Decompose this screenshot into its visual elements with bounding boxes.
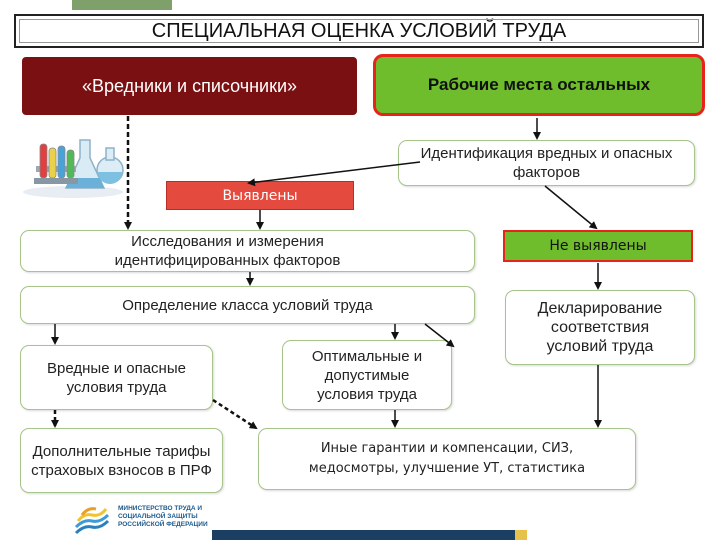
hazardous-workers-label: «Вредники и списочники» bbox=[81, 75, 298, 96]
class-determination-text: Определение класса условий труда bbox=[122, 296, 373, 314]
tariffs-text: Дополнительные тарифы страховых взносов … bbox=[31, 442, 212, 479]
harmful-conditions-text: Вредные и опасные условия труда bbox=[47, 359, 186, 396]
bottom-accent-bar-end bbox=[515, 530, 527, 540]
declaration-text: Декларирование соответствия условий труд… bbox=[537, 300, 663, 355]
other-workplaces-header: Рабочие места остальных bbox=[373, 54, 705, 116]
optimal-conditions-node: Оптимальные и допустимые условия труда bbox=[282, 340, 452, 410]
arrow-to-not-detected bbox=[544, 185, 598, 230]
not-detected-text: Не выявлены bbox=[549, 238, 647, 254]
detected-text: Выявлены bbox=[222, 187, 298, 204]
declaration-node: Декларирование соответствия условий труд… bbox=[505, 290, 695, 365]
arrow-declaration-to-optimal bbox=[424, 323, 455, 348]
other-workplaces-label: Рабочие места остальных bbox=[427, 75, 651, 94]
bottom-accent-bar bbox=[212, 530, 522, 540]
identification-text: Идентификация вредных и опасных факторов bbox=[420, 145, 673, 181]
page-title-text: СПЕЦИАЛЬНАЯ ОЦЕНКА УСЛОВИЙ ТРУДА bbox=[151, 19, 567, 42]
research-node: Исследования и измерения идентифицирован… bbox=[20, 230, 475, 272]
arrow-to-detected bbox=[247, 161, 421, 187]
top-accent-bar bbox=[72, 0, 172, 10]
arrow-harmful-to-guarantees bbox=[212, 398, 258, 430]
ministry-logo-text: МИНИСТЕРСТВО ТРУДА И СОЦИАЛЬНОЙ ЗАЩИТЫ Р… bbox=[118, 505, 208, 528]
identification-node: Идентификация вредных и опасных факторов bbox=[398, 140, 695, 186]
harmful-conditions-node: Вредные и опасные условия труда bbox=[20, 345, 213, 410]
class-determination-node: Определение класса условий труда bbox=[20, 286, 475, 324]
research-text: Исследования и измерения идентифицирован… bbox=[114, 233, 341, 269]
lab-flasks-icon bbox=[18, 130, 128, 200]
guarantees-text: Иные гарантии и компенсации, СИЗ, медосм… bbox=[308, 441, 586, 476]
guarantees-node: Иные гарантии и компенсации, СИЗ, медосм… bbox=[258, 428, 636, 490]
hazardous-workers-header: «Вредники и списочники» bbox=[22, 57, 357, 115]
tariffs-node: Дополнительные тарифы страховых взносов … bbox=[20, 428, 223, 493]
ministry-logo-icon bbox=[72, 503, 112, 537]
not-detected-label: Не выявлены bbox=[503, 230, 693, 262]
optimal-conditions-text: Оптимальные и допустимые условия труда bbox=[311, 347, 423, 403]
